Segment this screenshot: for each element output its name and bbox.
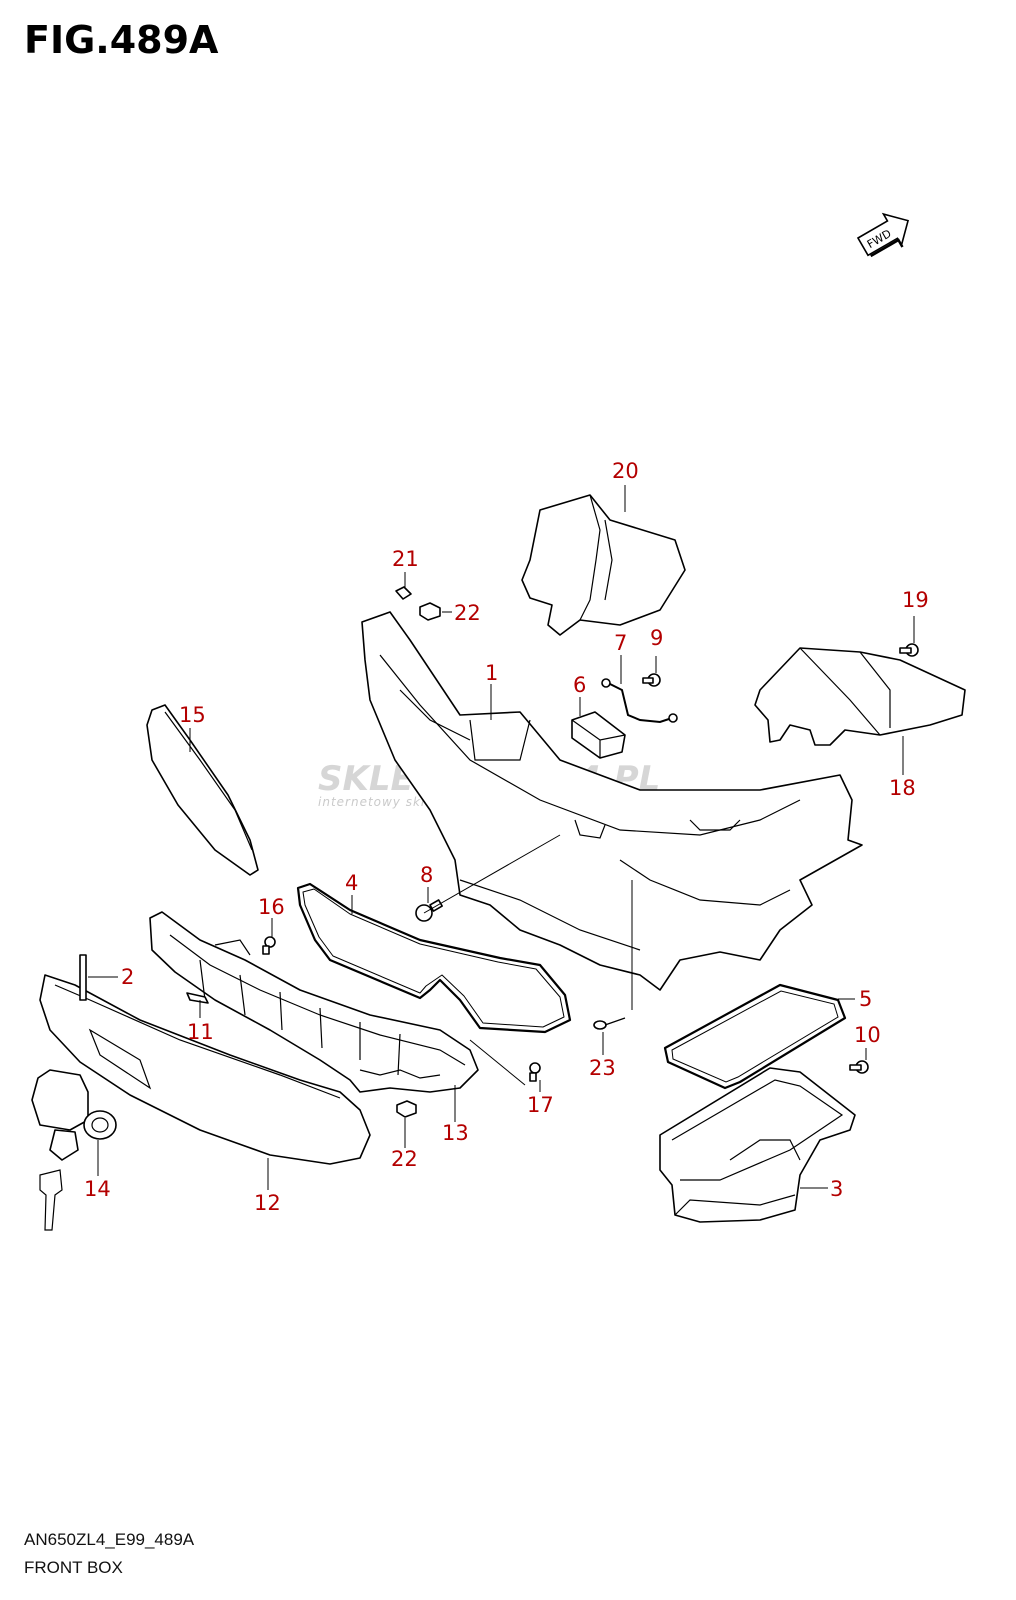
part-14-lock-assembly	[31, 1069, 117, 1231]
callouts: 20 21 22 1 6 7 9 19 18 15 4 8 16 2 11 14…	[84, 459, 929, 1215]
part-4-seal	[296, 882, 572, 1034]
hardware	[186, 586, 919, 1118]
callout-11: 11	[187, 1020, 214, 1044]
callout-21: 21	[392, 547, 419, 571]
callout-16: 16	[258, 895, 285, 919]
part-16-screw-icon	[262, 936, 276, 955]
callout-13: 13	[442, 1121, 469, 1145]
leader-lines	[88, 485, 915, 1190]
callout-8: 8	[420, 863, 433, 887]
callout-5: 5	[859, 987, 872, 1011]
callout-4: 4	[345, 871, 358, 895]
callout-3: 3	[830, 1177, 843, 1201]
callout-17: 17	[527, 1093, 554, 1117]
callout-6: 6	[573, 673, 586, 697]
callout-12: 12	[254, 1191, 281, 1215]
figure-code: AN650ZL4_E99_489A	[24, 1530, 195, 1549]
callout-10: 10	[854, 1023, 881, 1047]
callout-14: 14	[84, 1177, 111, 1201]
callout-15: 15	[179, 703, 206, 727]
part-9-bolt-icon	[642, 673, 661, 687]
part-7-cable	[601, 678, 678, 724]
part-6-pad	[571, 711, 626, 759]
part-18-right-cover	[754, 647, 966, 746]
callout-22-upper: 22	[454, 601, 481, 625]
callout-1: 1	[485, 661, 498, 685]
part-17-screw-icon	[529, 1062, 541, 1082]
part-19-bolt-icon	[899, 643, 919, 657]
part-11-pin-icon	[186, 992, 209, 1004]
fwd-arrow-icon: FWD	[856, 212, 910, 258]
figure-name: FRONT BOX	[24, 1558, 123, 1577]
callout-2: 2	[121, 965, 134, 989]
callout-18: 18	[889, 776, 916, 800]
part-12-lower-cover	[39, 974, 371, 1165]
part-22-clip-icon	[419, 602, 441, 621]
part-3-tray	[659, 1067, 856, 1223]
part-5-gasket	[663, 983, 847, 1090]
callout-9: 9	[650, 626, 663, 650]
part-13-grille-frame	[149, 911, 479, 1093]
part-22-clip-icon-lower	[396, 1100, 417, 1118]
part-10-bolt-icon	[849, 1060, 869, 1074]
part-15-side-panel	[146, 704, 259, 876]
callout-19: 19	[902, 588, 929, 612]
part-21-clip-icon	[395, 586, 412, 600]
callout-20: 20	[612, 459, 639, 483]
callout-23: 23	[589, 1056, 616, 1080]
callout-22-lower: 22	[391, 1147, 418, 1171]
part-23-screw-icon	[593, 1017, 626, 1030]
part-20-inner-cover	[521, 494, 686, 636]
figure-title: FIG.489A	[24, 18, 219, 62]
part-1-front-box-body	[361, 611, 863, 991]
part-2-stud	[79, 954, 87, 1001]
callout-7: 7	[614, 631, 627, 655]
